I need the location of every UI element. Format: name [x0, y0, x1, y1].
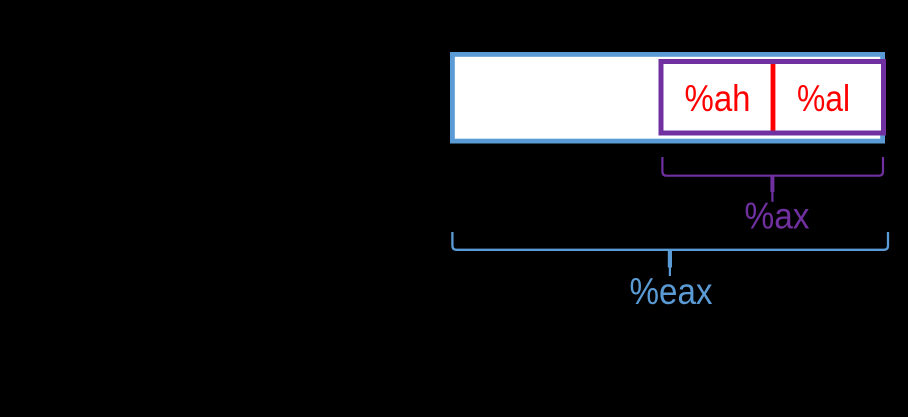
svg-text:%eax: %eax: [630, 270, 713, 312]
svg-text:%ax: %ax: [745, 195, 810, 237]
svg-text:%ah: %ah: [685, 77, 751, 119]
svg-text:%al: %al: [797, 77, 850, 119]
